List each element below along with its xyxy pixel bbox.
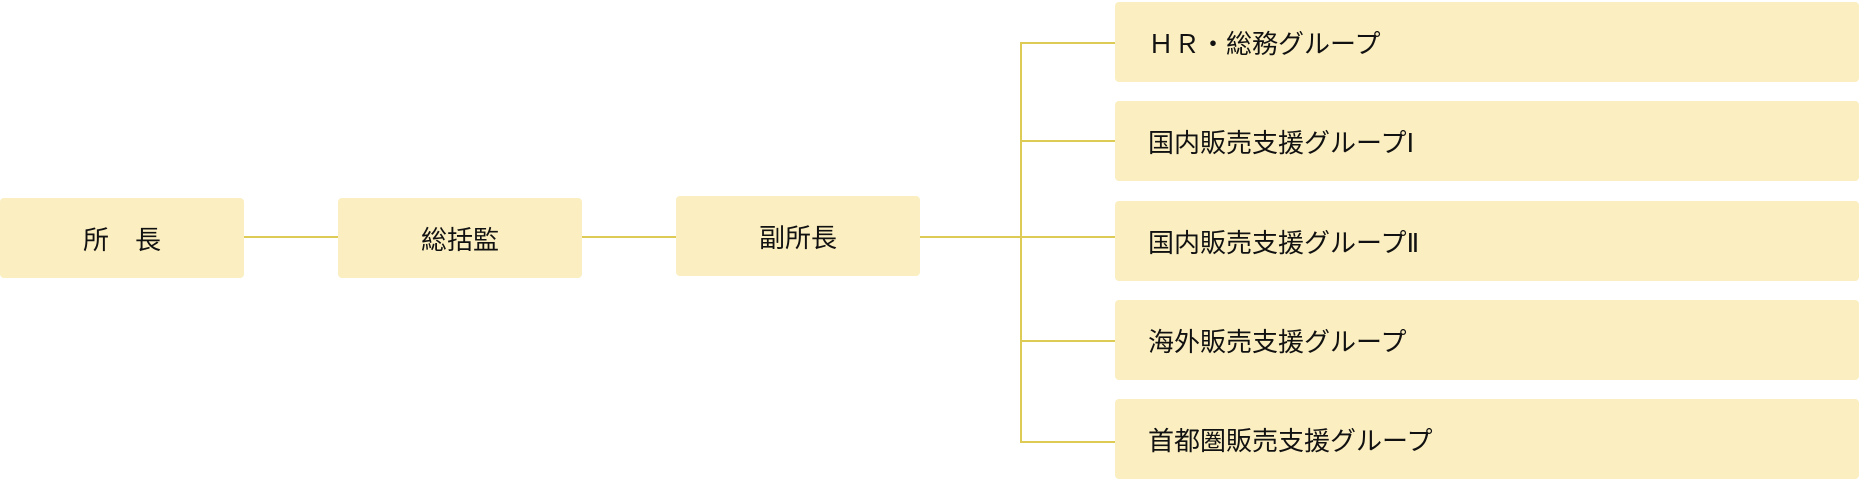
node-director: 所 長 xyxy=(0,198,244,278)
branch-line xyxy=(1020,42,1115,44)
node-label: 総括監 xyxy=(420,225,499,256)
group-label: 首都圏販売支援グループ xyxy=(1148,426,1433,457)
branch-line xyxy=(1020,236,1115,238)
connector-line xyxy=(582,236,676,238)
node-label: 副所長 xyxy=(758,223,837,254)
group-label: 国内販売支援グループⅡ xyxy=(1148,228,1420,259)
branch-line xyxy=(1020,441,1115,443)
group-label: ＨＲ・総務グループ xyxy=(1148,29,1381,60)
branch-line xyxy=(1020,340,1115,342)
node-general-supervisor: 総括監 xyxy=(338,198,582,278)
group-domestic-sales-1: 国内販売支援グループⅠ xyxy=(1115,101,1859,181)
node-label: 所 長 xyxy=(82,225,161,256)
group-label: 国内販売支援グループⅠ xyxy=(1148,128,1415,159)
group-label: 海外販売支援グループ xyxy=(1148,327,1407,358)
connector-line xyxy=(920,236,1020,238)
group-overseas-sales: 海外販売支援グループ xyxy=(1115,300,1859,380)
group-domestic-sales-2: 国内販売支援グループⅡ xyxy=(1115,201,1859,281)
group-metropolitan-sales: 首都圏販売支援グループ xyxy=(1115,399,1859,479)
branch-trunk-line xyxy=(1020,42,1022,442)
group-hr-general-affairs: ＨＲ・総務グループ xyxy=(1115,2,1859,82)
node-deputy-director: 副所長 xyxy=(676,196,920,276)
branch-line xyxy=(1020,140,1115,142)
connector-line xyxy=(244,236,338,238)
